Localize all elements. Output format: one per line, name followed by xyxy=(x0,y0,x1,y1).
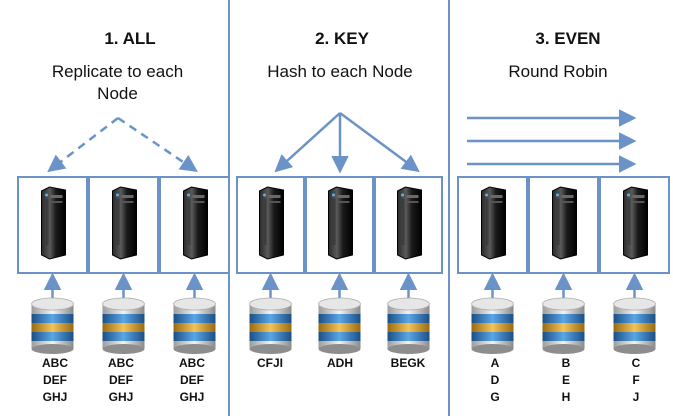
node-data-label: CFJI xyxy=(256,356,283,370)
database-cylinder-icon xyxy=(542,297,585,354)
section-title-even: 3. EVEN xyxy=(535,29,601,48)
database-cylinder-icon xyxy=(318,297,361,354)
server-tower-icon xyxy=(41,186,66,260)
server-tower-icon xyxy=(328,186,353,260)
section-title-all: 1. ALL xyxy=(104,29,156,48)
server-tower-icon xyxy=(112,186,137,260)
database-cylinder-icon xyxy=(387,297,430,354)
section-subtitle-key: Hash to each Node xyxy=(267,62,413,81)
section-title-key: 2. KEY xyxy=(315,29,369,48)
database-cylinder-icon xyxy=(613,297,656,354)
node-data-label: B E H xyxy=(561,356,571,404)
section-subtitle-all: Replicate to each Node xyxy=(51,62,184,103)
database-cylinder-icon xyxy=(471,297,514,354)
section-subtitle-even: Round Robin xyxy=(508,62,608,81)
server-tower-icon xyxy=(259,186,284,260)
database-cylinder-icon xyxy=(173,297,216,354)
node-data-label: ABC DEF GHJ xyxy=(42,356,68,404)
server-tower-icon xyxy=(481,186,506,260)
hash-arrows xyxy=(274,111,420,174)
node-data-label: A D G xyxy=(490,356,500,404)
node-data-label: ABC DEF GHJ xyxy=(179,356,205,404)
node-data-label: BEGK xyxy=(390,356,426,370)
database-cylinder-icon xyxy=(249,297,292,354)
node-data-label: C F J xyxy=(631,356,641,404)
server-tower-icon xyxy=(552,186,577,260)
server-tower-icon xyxy=(623,186,648,260)
node-data-label: ABC DEF GHJ xyxy=(108,356,134,404)
node-data-label: ADH xyxy=(327,356,353,370)
server-tower-icon xyxy=(183,186,208,260)
database-cylinder-icon xyxy=(31,297,74,354)
server-tower-icon xyxy=(397,186,422,260)
round-robin-arrows xyxy=(467,109,637,173)
database-cylinder-icon xyxy=(102,297,145,354)
replicate-arrows xyxy=(47,116,198,173)
